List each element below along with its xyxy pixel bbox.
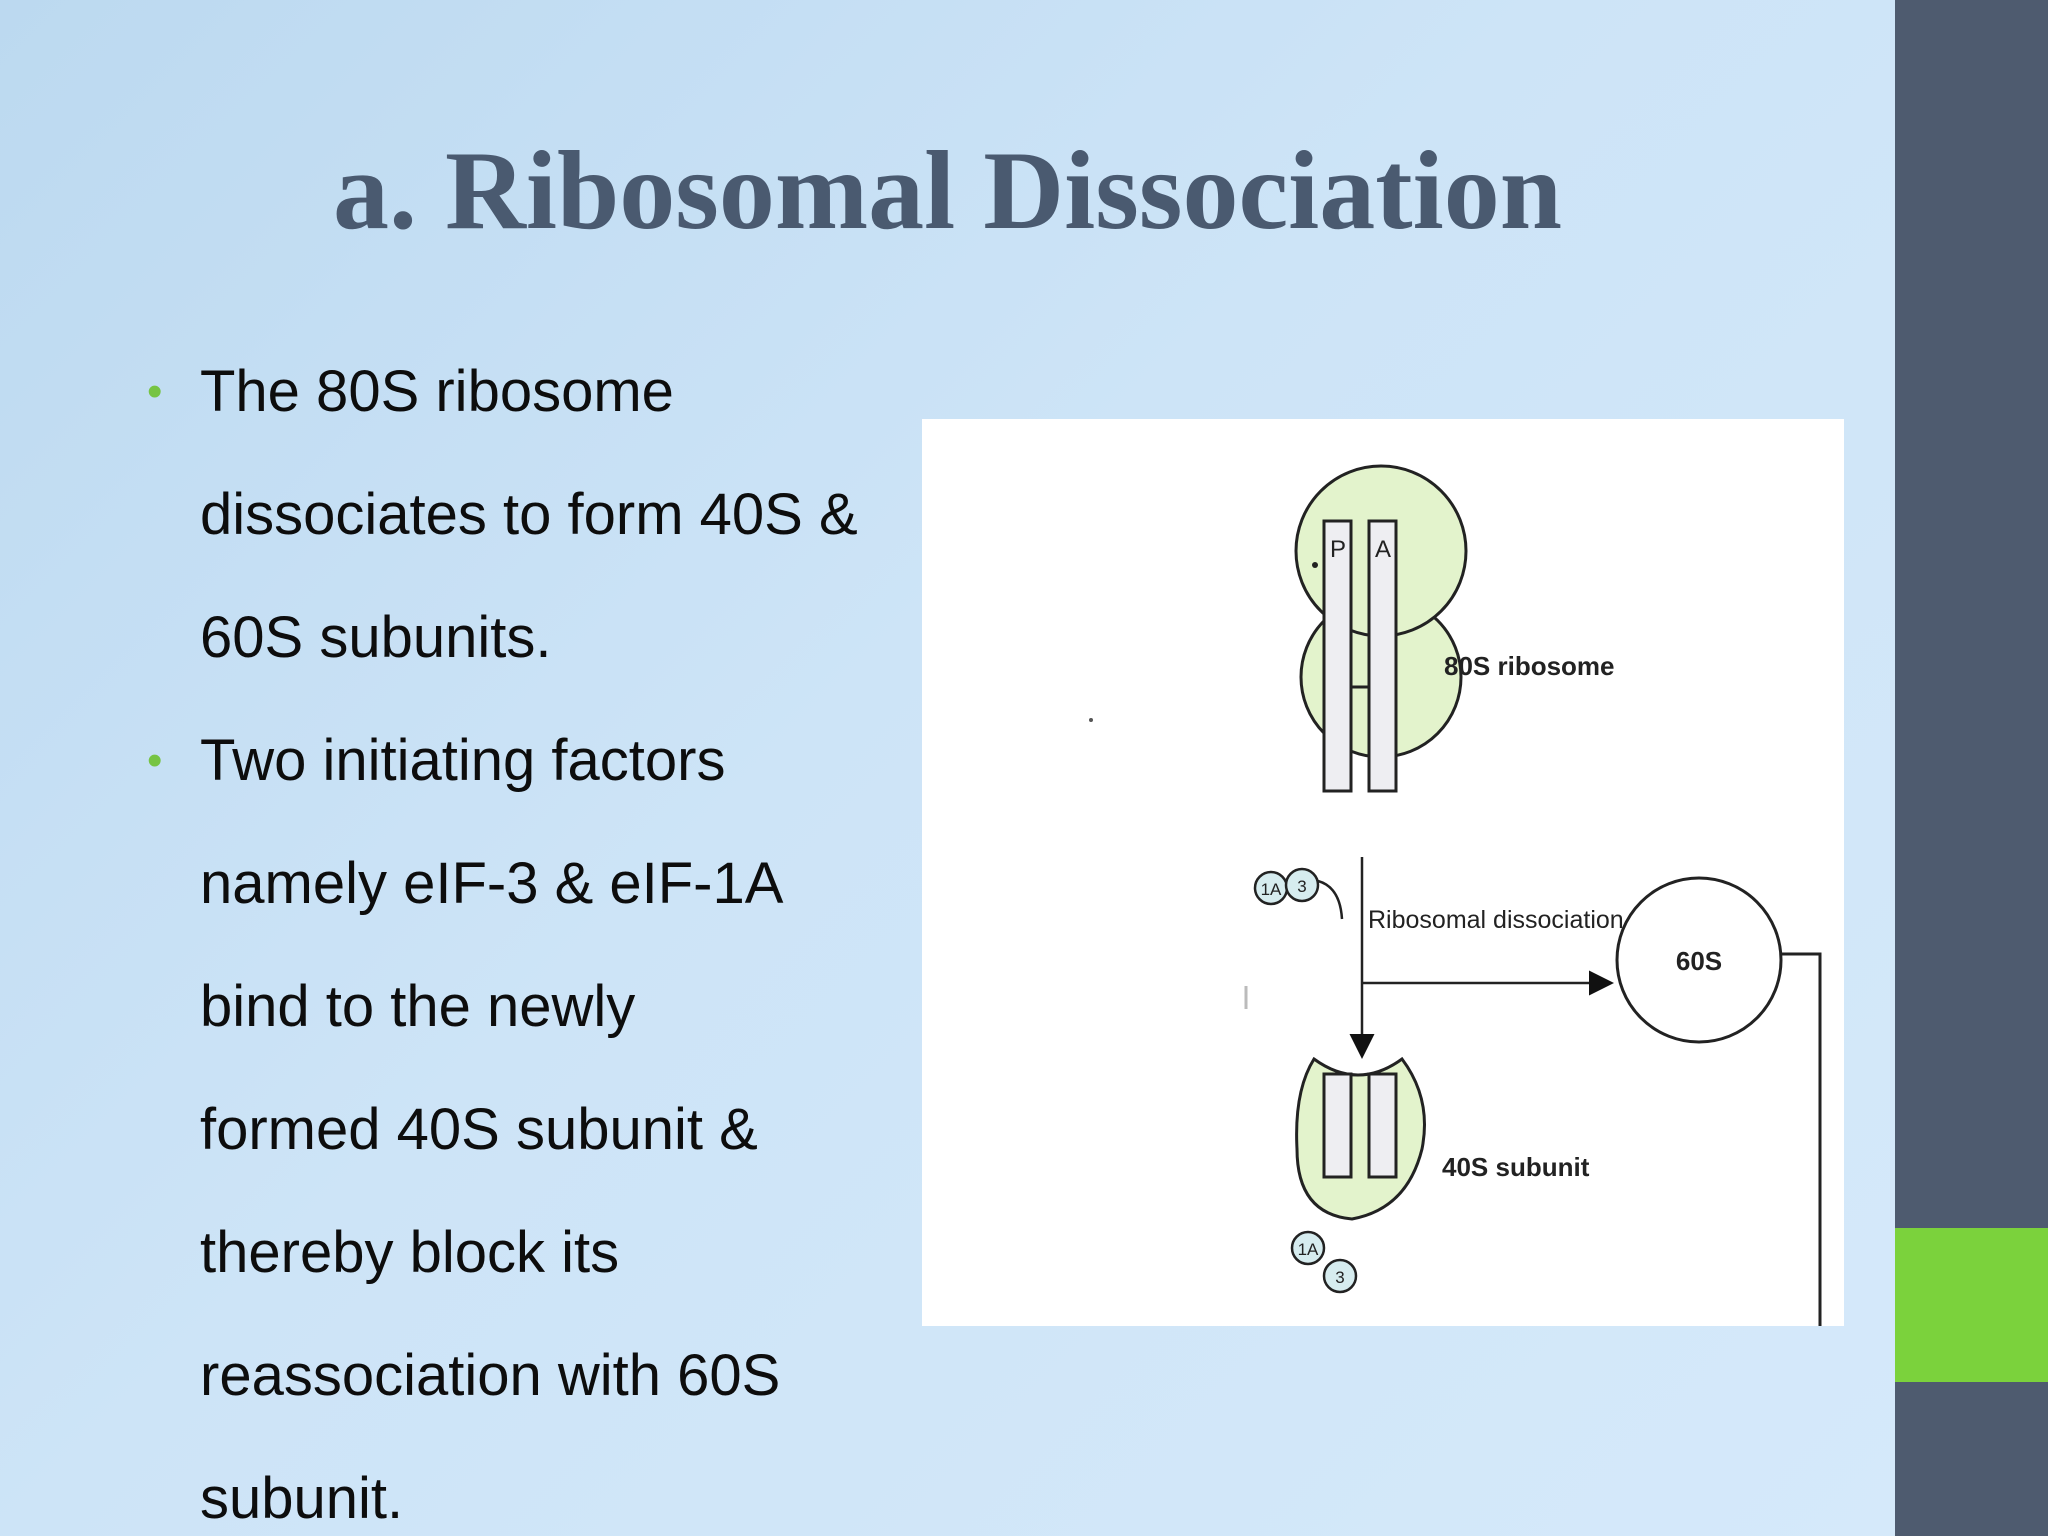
factor-3-label: 3 — [1297, 877, 1306, 896]
bullet-line: subunit. — [200, 1466, 404, 1531]
bullet-line: dissociates to form 40S & — [200, 482, 858, 547]
subunit-60s-line — [1781, 952, 1822, 1326]
ribosome-diagram-svg: P A 80S ribosome 1A 3 Ribosomal dissocia… — [1089, 464, 1822, 1326]
ribosome-80s-label: 80S ribosome — [1444, 651, 1615, 681]
ribosome-80s: P A 80S ribosome — [1294, 464, 1615, 793]
bullet-line: The 80S ribosome — [200, 359, 674, 424]
dissociation-label: Ribosomal dissociation — [1368, 906, 1624, 934]
subunit-40s-body — [1295, 1056, 1426, 1221]
slide-title: a. Ribosomal Dissociation — [333, 129, 1562, 253]
stray-mark — [1089, 718, 1093, 722]
p-site-label: P — [1330, 536, 1346, 563]
factor-3-label-bound: 3 — [1335, 1268, 1344, 1287]
slide-background: a. Ribosomal Dissociation • The 80S ribo… — [0, 0, 1895, 1536]
bullet-item: • The 80S ribosome dissociates to form 4… — [145, 330, 925, 699]
factor-curve — [1317, 879, 1344, 920]
bullet-list: • The 80S ribosome dissociates to form 4… — [145, 330, 925, 1536]
subunit-40s-site-1 — [1322, 1072, 1353, 1179]
factor-1a-circle-bound — [1290, 1230, 1326, 1266]
bullet-line: 60S subunits. — [200, 605, 552, 670]
bullet-marker: • — [147, 367, 163, 416]
bullet-line: Two initiating factors — [200, 728, 726, 793]
bullet-line: thereby block its — [200, 1220, 620, 1285]
bullet-item: • Two initiating factors namely eIF-3 & … — [145, 699, 925, 1536]
factor-1a-label: 1A — [1261, 880, 1282, 899]
subunit-40s-label: 40S subunit — [1442, 1152, 1590, 1182]
bullet-marker: • — [147, 736, 163, 785]
side-accent — [1895, 1228, 2048, 1382]
subunit-60s: 60S — [1615, 876, 1822, 1326]
ribosome-diagram: P A 80S ribosome 1A 3 Ribosomal dissocia… — [922, 419, 1844, 1326]
a-site-label: A — [1375, 536, 1391, 563]
bullet-line: bind to the newly — [200, 974, 636, 1039]
subunit-60s-label: 60S — [1676, 946, 1722, 976]
initiation-factors-top: 1A 3 — [1253, 867, 1344, 920]
subunit-60s-circle — [1615, 876, 1783, 1044]
factor-3-circle — [1284, 867, 1320, 903]
subunit-40s: 40S subunit 1A 3 — [1290, 1056, 1590, 1294]
site-dot — [1312, 562, 1318, 568]
bullet-line: namely eIF-3 & eIF-1A — [200, 851, 784, 916]
a-site-rect — [1367, 519, 1398, 793]
bullet-line: reassociation with 60S — [200, 1343, 781, 1408]
p-site-rect — [1322, 519, 1353, 793]
factor-1a-label-bound: 1A — [1298, 1240, 1319, 1259]
bullet-line: formed 40S subunit & — [200, 1097, 758, 1162]
subunit-40s-site-2 — [1367, 1072, 1398, 1179]
factor-3-circle-bound — [1322, 1258, 1358, 1294]
